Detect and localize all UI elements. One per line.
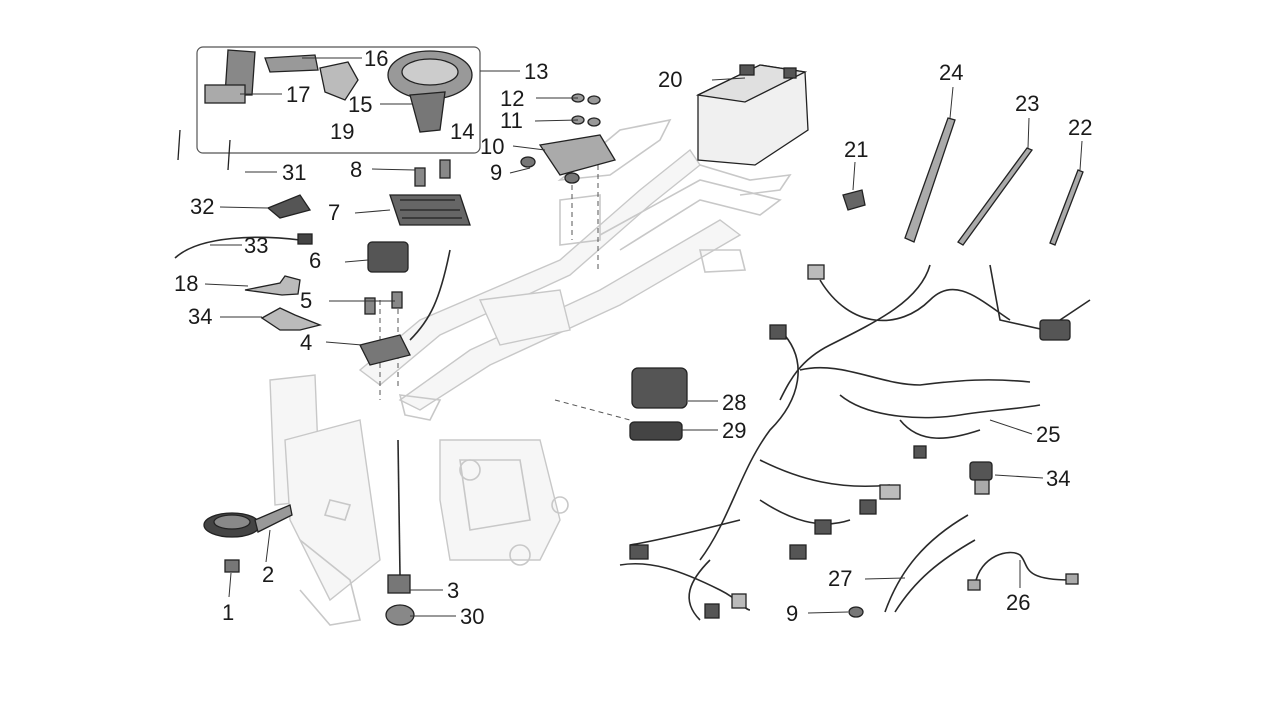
label-27: 27 [828, 566, 852, 591]
part-number-labels: 1 2 3 4 5 6 7 8 9 10 11 12 13 14 15 16 1… [174, 46, 1092, 629]
label-34-left: 34 [188, 304, 212, 329]
label-20: 20 [658, 67, 682, 92]
label-9-center: 9 [490, 160, 502, 185]
label-30: 30 [460, 604, 484, 629]
label-28: 28 [722, 390, 746, 415]
label-14: 14 [450, 119, 474, 144]
label-9-right: 9 [786, 601, 798, 626]
label-1: 1 [222, 600, 234, 625]
label-8: 8 [350, 157, 362, 182]
label-18: 18 [174, 271, 198, 296]
label-29: 29 [722, 418, 746, 443]
label-19: 19 [330, 119, 354, 144]
label-24: 24 [939, 60, 963, 85]
label-22: 22 [1068, 115, 1092, 140]
label-32: 32 [190, 194, 214, 219]
label-11: 11 [500, 108, 523, 133]
label-2: 2 [262, 562, 274, 587]
label-33: 33 [244, 233, 268, 258]
label-21: 21 [844, 137, 868, 162]
label-23: 23 [1015, 91, 1039, 116]
label-34-right: 34 [1046, 466, 1070, 491]
motorcycle-frame [269, 118, 792, 626]
ignition-switch-inset [177, 46, 481, 171]
label-15: 15 [348, 92, 372, 117]
right-parts [842, 117, 1084, 618]
left-parts [174, 159, 471, 626]
label-10: 10 [480, 134, 504, 159]
label-5: 5 [300, 288, 312, 313]
label-4: 4 [300, 330, 312, 355]
label-3: 3 [447, 578, 459, 603]
label-6: 6 [309, 248, 321, 273]
wiring-harness [619, 264, 1091, 621]
label-16: 16 [364, 46, 388, 71]
label-31: 31 [282, 160, 306, 185]
label-26: 26 [1006, 590, 1030, 615]
center-parts [520, 64, 809, 441]
label-7: 7 [328, 200, 340, 225]
label-25: 25 [1036, 422, 1060, 447]
leader-lines [204, 57, 1083, 617]
label-12: 12 [500, 86, 524, 111]
label-13: 13 [524, 59, 548, 84]
label-17: 17 [286, 82, 310, 107]
